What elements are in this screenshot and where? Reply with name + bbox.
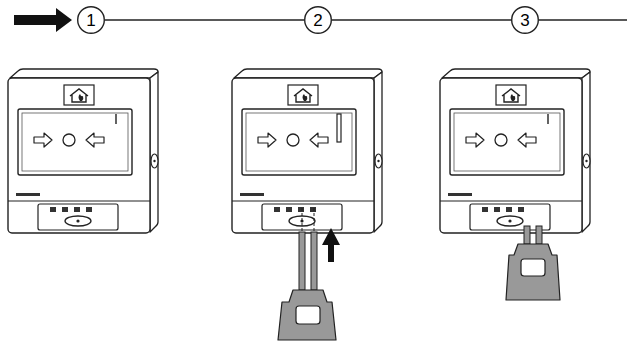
step-number: 2 (313, 12, 322, 29)
step-connector (105, 19, 304, 20)
step-connector (332, 19, 511, 20)
step-circle: 1 (77, 6, 105, 34)
step-circle: 2 (304, 6, 332, 34)
step-circle: 3 (511, 6, 539, 34)
step-number: 1 (86, 12, 95, 29)
step-number: 3 (520, 12, 529, 29)
